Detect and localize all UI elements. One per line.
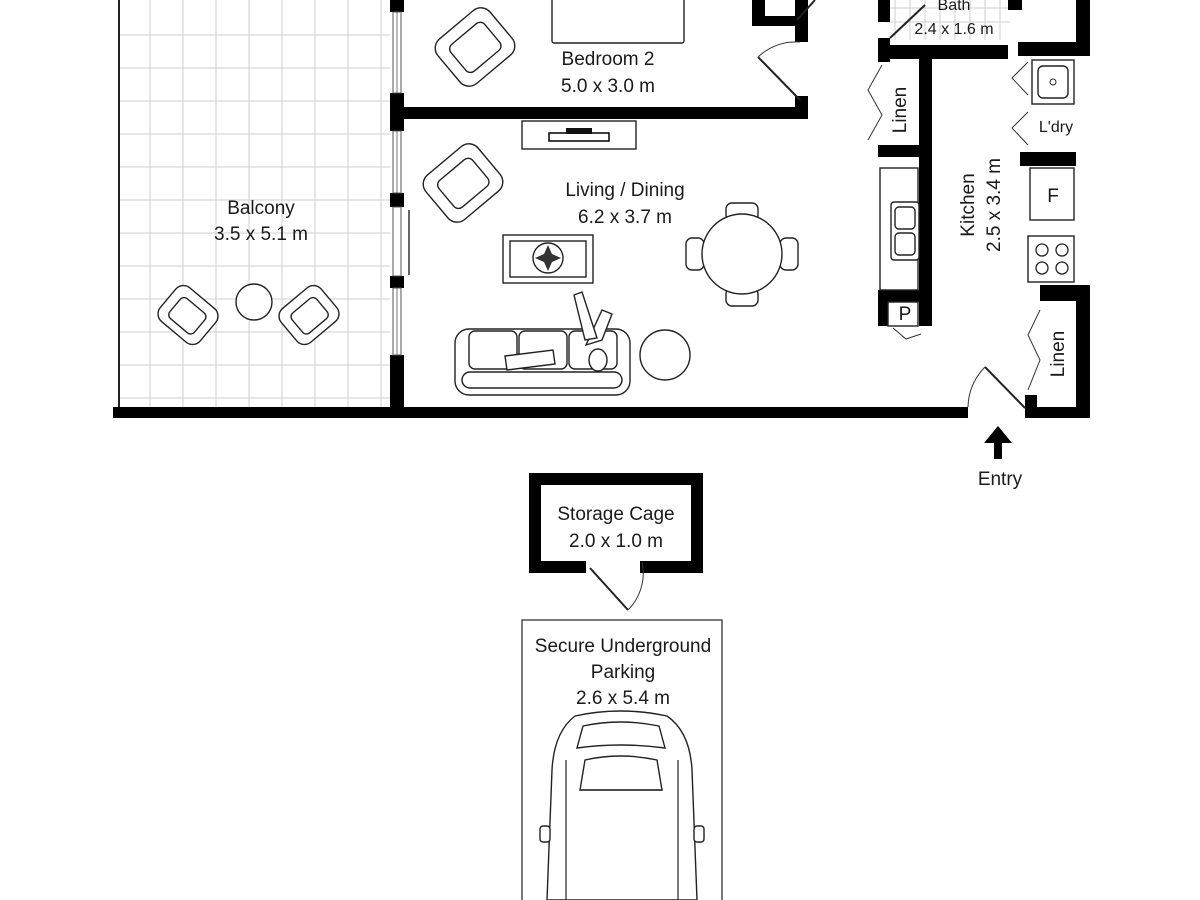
bath-name: Bath: [938, 0, 971, 14]
armchair-living: [422, 143, 504, 223]
balcony-table: [235, 283, 273, 321]
bedroom2-size: 5.0 x 3.0 m: [561, 76, 655, 97]
balcony-chair-left: [157, 284, 219, 346]
kitchen-size: 2.5 x 3.4 m: [984, 158, 1005, 252]
side-table: [639, 329, 691, 381]
living-name: Living / Dining: [565, 180, 684, 201]
coffee-table: [502, 234, 594, 284]
entry-arrow-icon: [984, 426, 1012, 459]
doors: [757, 0, 1041, 409]
entry-label: Entry: [978, 469, 1023, 490]
parking-size: 2.6 x 5.4 m: [576, 688, 670, 709]
kitchen-name: Kitchen: [958, 173, 979, 236]
linen-upper-label: Linen: [890, 87, 911, 134]
storage-size: 2.0 x 1.0 m: [569, 531, 663, 552]
balcony-floor: [118, 0, 390, 410]
windows: [392, 11, 410, 356]
storage-cage: [529, 473, 703, 611]
living-size: 6.2 x 3.7 m: [578, 207, 672, 228]
walls: [113, 0, 1090, 418]
parking-name-line1: Secure Underground: [535, 636, 711, 657]
parking-name-line2: Parking: [591, 662, 655, 683]
laundry-label: L'dry: [1039, 119, 1073, 136]
balcony-tile-grid: [120, 0, 390, 410]
balcony-name: Balcony: [227, 198, 295, 219]
bedroom2-name: Bedroom 2: [562, 49, 655, 70]
balcony-size: 3.5 x 5.1 m: [214, 224, 308, 245]
pantry-label: P: [899, 304, 912, 325]
parking-bay: [521, 619, 723, 900]
armchair-bedroom: [434, 7, 516, 87]
dining-set: [685, 202, 799, 307]
linen-lower-label: Linen: [1048, 331, 1069, 378]
tv-unit: [521, 120, 637, 150]
storage-name: Storage Cage: [557, 504, 674, 525]
person-figure: [573, 291, 613, 372]
cooktop: [1027, 235, 1075, 283]
fridge-label: F: [1047, 186, 1059, 207]
kitchen-sink: [879, 167, 920, 291]
pantry: [887, 301, 919, 327]
balcony-chair-right: [278, 284, 340, 346]
laundry-tub: [1031, 59, 1075, 105]
car-icon: [539, 710, 705, 900]
fridge: [1029, 167, 1075, 221]
bath-size: 2.4 x 1.6 m: [914, 21, 993, 38]
bed: [551, 0, 685, 44]
